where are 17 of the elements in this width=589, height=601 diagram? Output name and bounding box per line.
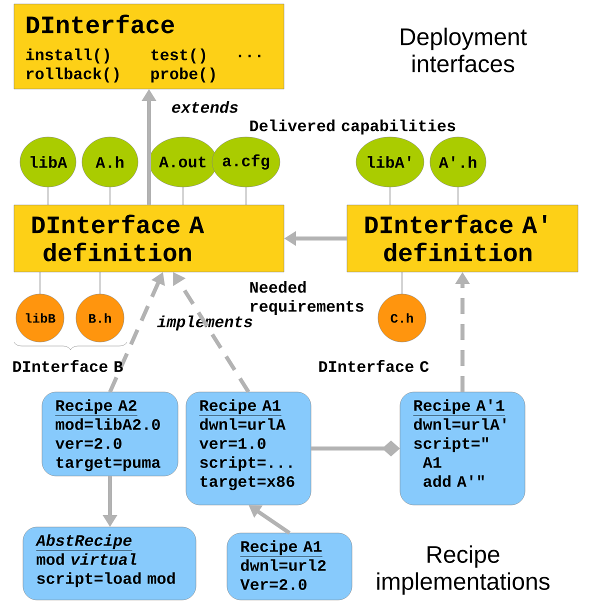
edge-label: implements [156, 314, 254, 332]
recipe-box: Recipe A'1 dwnl=urlA' script=" A1 add A'" [400, 392, 526, 506]
recipe-box: Recipe A1 dwnl=url2 Ver=2.0 [226, 532, 352, 600]
connector-line [182, 186, 184, 206]
heading-label: Recipe implementations [377, 545, 550, 595]
heading-label: Deployment interfaces [400, 28, 527, 72]
interface-box: DInterface install() test() ... rollback() probe() [14, 4, 284, 90]
interface-box: DInterface A' definition [346, 204, 578, 272]
interface-box: DInterface A definition [14, 204, 284, 272]
group-label: DInterface C [319, 360, 429, 372]
recipe-box: AbstRecipe mod virtual script=load mod [22, 526, 196, 600]
recipe-box: Recipe A2 mod=libA2.0 ver=2.0 target=puma [42, 392, 178, 476]
group-label: DInterface B [13, 360, 123, 372]
recipe-box: Recipe A1 dwnl=urlA ver=1.0 script=... target=x86 [186, 392, 312, 506]
caption-label: Delivered capabilities [250, 120, 456, 134]
caption-label: Needed requirements [250, 281, 364, 315]
edge-label: extends [170, 100, 240, 114]
